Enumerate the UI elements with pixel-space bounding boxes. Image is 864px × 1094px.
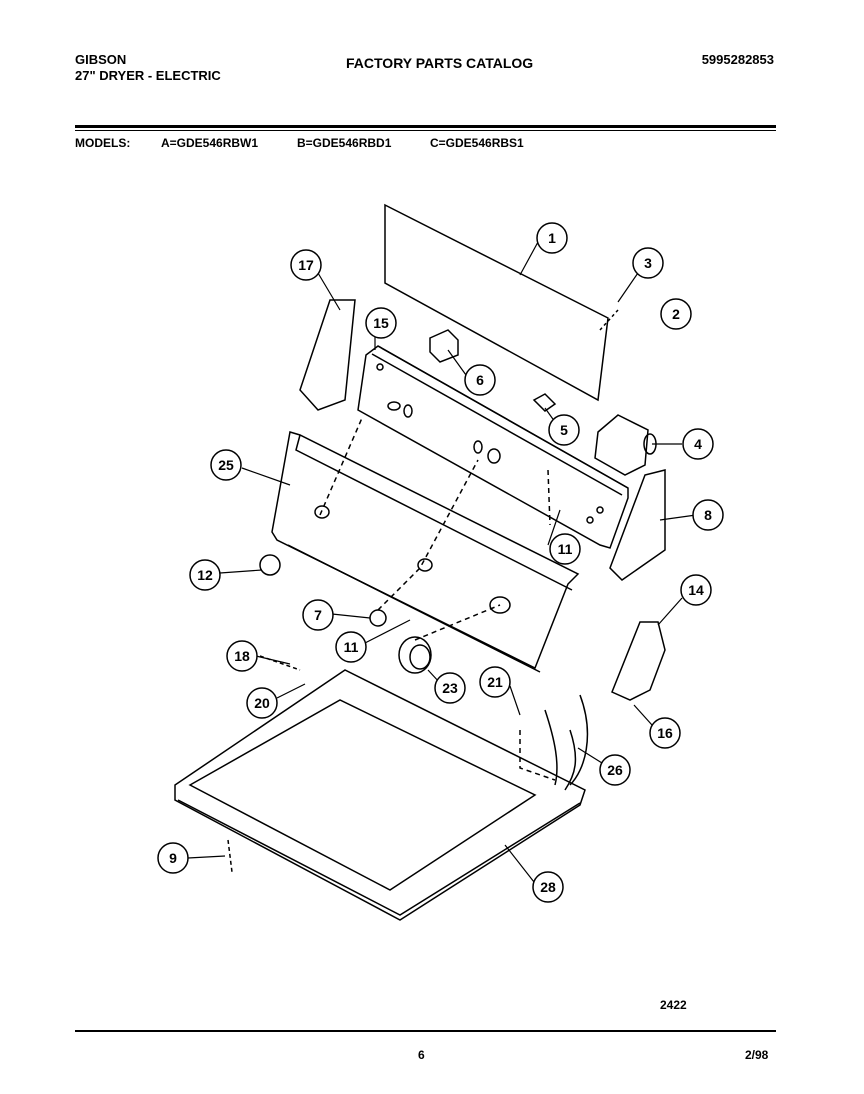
callout-circle bbox=[335, 631, 367, 663]
callout-20: 20 bbox=[246, 687, 278, 719]
callout-14: 14 bbox=[680, 574, 712, 606]
callout-circle bbox=[365, 307, 397, 339]
callout-label: 15 bbox=[373, 315, 389, 331]
callout-5: 5 bbox=[548, 414, 580, 446]
callout-label: 8 bbox=[704, 507, 712, 523]
callout-18: 18 bbox=[226, 640, 258, 672]
callout-8: 8 bbox=[692, 499, 724, 531]
callout-label: 18 bbox=[234, 648, 250, 664]
callout-16: 16 bbox=[649, 717, 681, 749]
callout-label: 20 bbox=[254, 695, 270, 711]
part-harness bbox=[544, 709, 558, 786]
part-screw-bottom bbox=[227, 839, 233, 873]
callout-label: 14 bbox=[688, 582, 704, 598]
part-timer-knob bbox=[398, 636, 432, 674]
part-knob-left bbox=[259, 554, 281, 576]
callout-25: 25 bbox=[210, 449, 242, 481]
callout-21: 21 bbox=[479, 666, 511, 698]
callout-26: 26 bbox=[599, 754, 631, 786]
callout-label: 21 bbox=[487, 674, 503, 690]
callout-label: 7 bbox=[314, 607, 322, 623]
callout-circle bbox=[682, 428, 714, 460]
part-clip bbox=[532, 393, 557, 412]
callout-circle bbox=[189, 559, 221, 591]
model-b: B=GDE546RBD1 bbox=[297, 136, 392, 150]
part-side-bracket bbox=[609, 469, 666, 581]
callout-label: 11 bbox=[558, 541, 573, 557]
callout-circle bbox=[210, 449, 242, 481]
callout-label: 28 bbox=[540, 879, 556, 895]
callout-circle bbox=[464, 364, 496, 396]
part-control-module bbox=[611, 621, 666, 701]
callout-label: 11 bbox=[344, 639, 359, 655]
brand-name: GIBSON bbox=[75, 52, 127, 67]
part-switch bbox=[429, 329, 459, 363]
callout-4: 4 bbox=[682, 428, 714, 460]
callout-circle bbox=[649, 717, 681, 749]
callout-label: 17 bbox=[298, 257, 314, 273]
callout-circle bbox=[692, 499, 724, 531]
callout-circle bbox=[532, 871, 564, 903]
part-rear-panel bbox=[384, 203, 609, 402]
catalog-date: 2/98 bbox=[745, 1048, 769, 1062]
callout-label: 3 bbox=[644, 255, 652, 271]
callout-15: 15 bbox=[365, 307, 397, 339]
callout-circle bbox=[549, 533, 581, 565]
callout-circle bbox=[680, 574, 712, 606]
callout-circle bbox=[536, 222, 568, 254]
footer-rule bbox=[75, 1030, 776, 1032]
models-label: MODELS: bbox=[75, 136, 131, 150]
callout-circle bbox=[302, 599, 334, 631]
callout-11: 11 bbox=[549, 533, 581, 565]
callout-6: 6 bbox=[464, 364, 496, 396]
callout-label: 25 bbox=[218, 457, 234, 473]
figure-number: 2422 bbox=[660, 998, 687, 1012]
callout-1: 1 bbox=[536, 222, 568, 254]
callout-circle bbox=[599, 754, 631, 786]
callout-circle bbox=[479, 666, 511, 698]
callout-label: 12 bbox=[197, 567, 213, 583]
callout-circle bbox=[660, 298, 692, 330]
part-top bbox=[174, 669, 586, 921]
part-timer bbox=[594, 414, 649, 476]
model-a: A=GDE546RBW1 bbox=[161, 136, 259, 150]
callout-circle bbox=[157, 842, 189, 874]
callout-17: 17 bbox=[290, 249, 322, 281]
callout-circle bbox=[548, 414, 580, 446]
callout-9: 9 bbox=[157, 842, 189, 874]
callout-label: 9 bbox=[169, 850, 177, 866]
callout-circle bbox=[290, 249, 322, 281]
part-console bbox=[271, 431, 580, 670]
callout-circle bbox=[434, 672, 466, 704]
product-name: 27" DRYER - ELECTRIC bbox=[75, 68, 221, 83]
catalog-title: FACTORY PARTS CATALOG bbox=[346, 55, 534, 71]
header-rule-thin bbox=[75, 130, 776, 131]
header-rule-thick bbox=[75, 125, 776, 128]
callout-label: 5 bbox=[560, 422, 568, 438]
callout-label: 23 bbox=[442, 680, 458, 696]
callout-label: 4 bbox=[694, 436, 702, 452]
callout-28: 28 bbox=[532, 871, 564, 903]
model-c: C=GDE546RBS1 bbox=[430, 136, 524, 150]
callout-23: 23 bbox=[434, 672, 466, 704]
callout-label: 16 bbox=[657, 725, 673, 741]
part-switch-bracket bbox=[299, 299, 356, 411]
callout-circle bbox=[246, 687, 278, 719]
callout-12: 12 bbox=[189, 559, 221, 591]
part-knob-small bbox=[369, 609, 387, 627]
callout-label: 6 bbox=[476, 372, 484, 388]
callout-circle bbox=[226, 640, 258, 672]
callout-2: 2 bbox=[660, 298, 692, 330]
page-number: 6 bbox=[418, 1048, 425, 1062]
callout-3: 3 bbox=[632, 247, 664, 279]
callout-label: 2 bbox=[672, 306, 680, 322]
catalog-part-number: 5995282853 bbox=[701, 52, 774, 67]
callout-label: 1 bbox=[548, 230, 556, 246]
callout-circle bbox=[632, 247, 664, 279]
callout-11: 11 bbox=[335, 631, 367, 663]
callout-label: 26 bbox=[607, 762, 623, 778]
callout-7: 7 bbox=[302, 599, 334, 631]
